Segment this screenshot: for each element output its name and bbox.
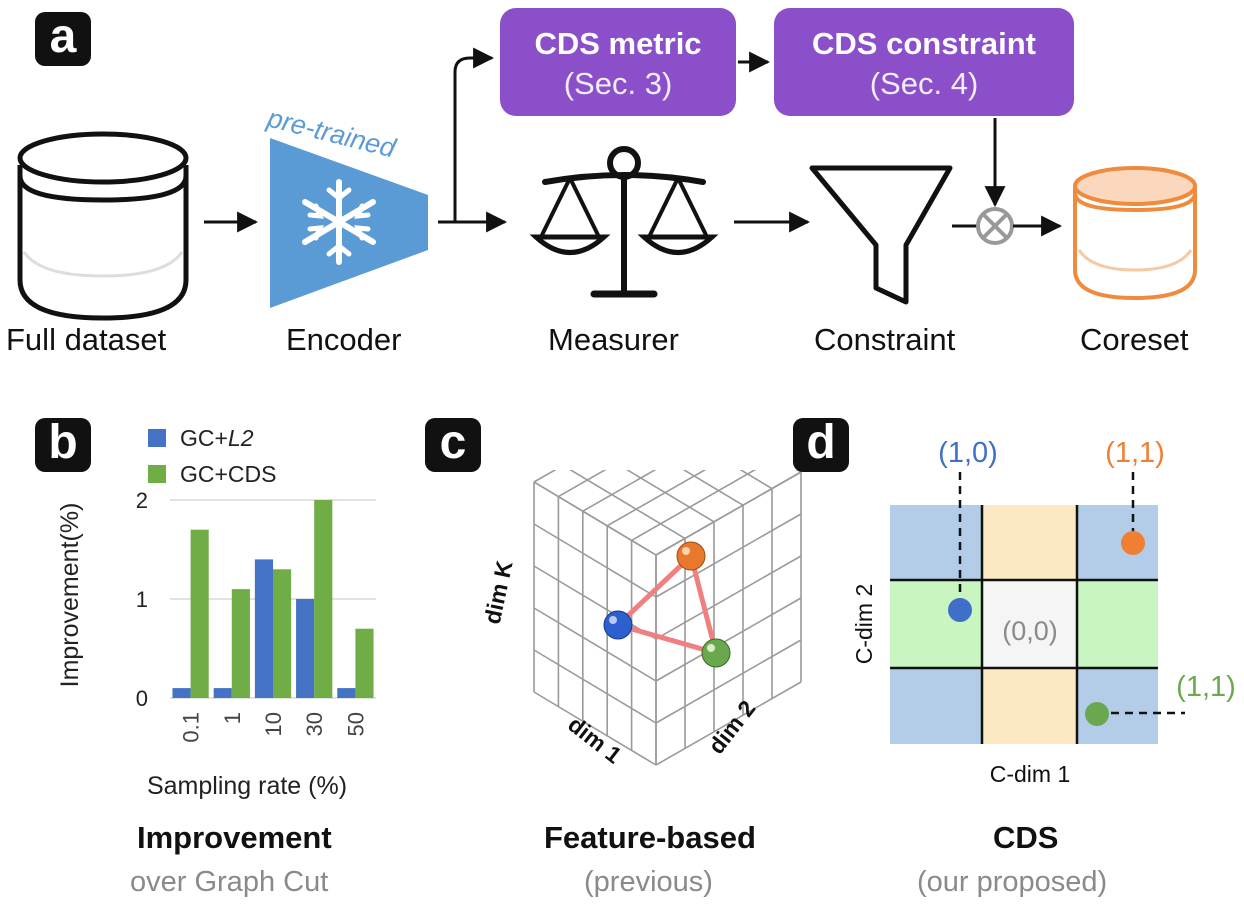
cds-constraint-title: CDS constraint	[812, 26, 1036, 61]
panel-d-subcaption: (our proposed)	[917, 866, 1108, 898]
x-tick-label: 10	[261, 712, 286, 736]
stage-measurer: Measurer	[548, 322, 679, 357]
blue-dot	[948, 598, 972, 622]
bar-gc-l2	[296, 599, 315, 698]
axis-dim-k: dim K	[479, 558, 518, 626]
panel-c-badge: c	[425, 418, 481, 472]
panel-c-subcaption: (previous)	[584, 866, 713, 898]
green-point	[701, 638, 731, 668]
x-tick-label: 50	[343, 712, 368, 736]
orange-point	[676, 541, 706, 571]
orange-dot	[1121, 531, 1145, 555]
funnel-icon	[809, 165, 953, 305]
stage-encoder: Encoder	[286, 322, 402, 357]
cds-x-axis-label: C-dim 1	[990, 761, 1071, 787]
legend-swatch-cds	[148, 465, 166, 483]
bar-gc-cds	[314, 500, 333, 698]
label-center: (0,0)	[1002, 616, 1058, 646]
scales-icon	[529, 146, 719, 298]
y-axis-title: Improvement(%)	[56, 503, 84, 688]
bar-gc-l2	[172, 688, 191, 698]
panel-b-subcaption: over Graph Cut	[130, 866, 329, 898]
axis-dim-1: dim 1	[563, 711, 627, 769]
cds-grid: (1,0) (1,1) (0,0) (1,1) C-dim 1 C-dim 2	[851, 437, 1236, 787]
combine-icon	[976, 207, 1014, 245]
panel-b-badge: b	[35, 418, 91, 472]
panel-c-caption: Feature-based	[544, 820, 756, 855]
feature-cube: dim K dim 1 dim 2	[479, 470, 802, 769]
chart-legend: GC+L2 GC+CDS	[148, 425, 277, 487]
axis-dim-2: dim 2	[703, 695, 760, 758]
snowflake-icon	[302, 179, 376, 265]
panel-a-badge: a	[35, 12, 91, 66]
bar-gc-cds	[190, 529, 209, 698]
bar-gc-l2	[213, 688, 232, 698]
bar-gc-l2	[254, 559, 273, 698]
bar-gc-cds	[273, 569, 292, 698]
legend-label-cds: GC+CDS	[180, 461, 277, 487]
panel-d-badge: d	[793, 418, 849, 472]
cds-metric-box: CDS metric (Sec. 3)	[500, 8, 736, 116]
cds-constraint-box: CDS constraint (Sec. 4)	[774, 8, 1074, 116]
y-tick-label: 1	[136, 587, 148, 612]
bar-gc-cds	[231, 589, 250, 698]
improvement-chart: GC+L2 GC+CDS 0 1 2 0.1 1 10 30 50 Improvement(%…	[56, 425, 376, 800]
coreset-icon	[1073, 166, 1197, 301]
full-dataset-icon	[17, 131, 189, 321]
cds-y-axis-label: C-dim 2	[851, 584, 877, 665]
cds-cells	[890, 505, 1158, 744]
panel-b-caption: Improvement	[137, 820, 332, 855]
bar-gc-l2	[337, 688, 356, 698]
cds-metric-title: CDS metric	[534, 26, 702, 61]
stage-full-dataset: Full dataset	[6, 322, 167, 357]
bar-gc-cds	[355, 628, 374, 698]
distance-triangle	[613, 554, 720, 657]
legend-label-l2: GC+L2	[180, 425, 254, 451]
blue-point	[603, 610, 633, 640]
x-tick-label: 30	[302, 712, 327, 736]
x-axis-title: Sampling rate (%)	[147, 772, 347, 800]
y-tick-label: 2	[136, 488, 148, 513]
legend-swatch-l2	[148, 429, 166, 447]
label-orange: (1,1)	[1105, 437, 1165, 469]
cds-constraint-ref: (Sec. 4)	[869, 66, 979, 101]
cds-metric-ref: (Sec. 3)	[563, 66, 673, 101]
panel-d-caption: CDS	[993, 820, 1059, 855]
y-tick-label: 0	[136, 686, 148, 711]
stage-constraint: Constraint	[814, 322, 956, 357]
x-tick-label: 0.1	[179, 712, 204, 743]
green-dot	[1085, 702, 1109, 726]
label-blue: (1,0)	[938, 437, 998, 469]
pipeline-diagram: pre-trained	[17, 47, 1197, 321]
x-tick-label: 1	[220, 712, 245, 724]
label-green: (1,1)	[1176, 671, 1236, 703]
stage-coreset: Coreset	[1080, 322, 1189, 357]
encoder-icon	[270, 138, 428, 308]
